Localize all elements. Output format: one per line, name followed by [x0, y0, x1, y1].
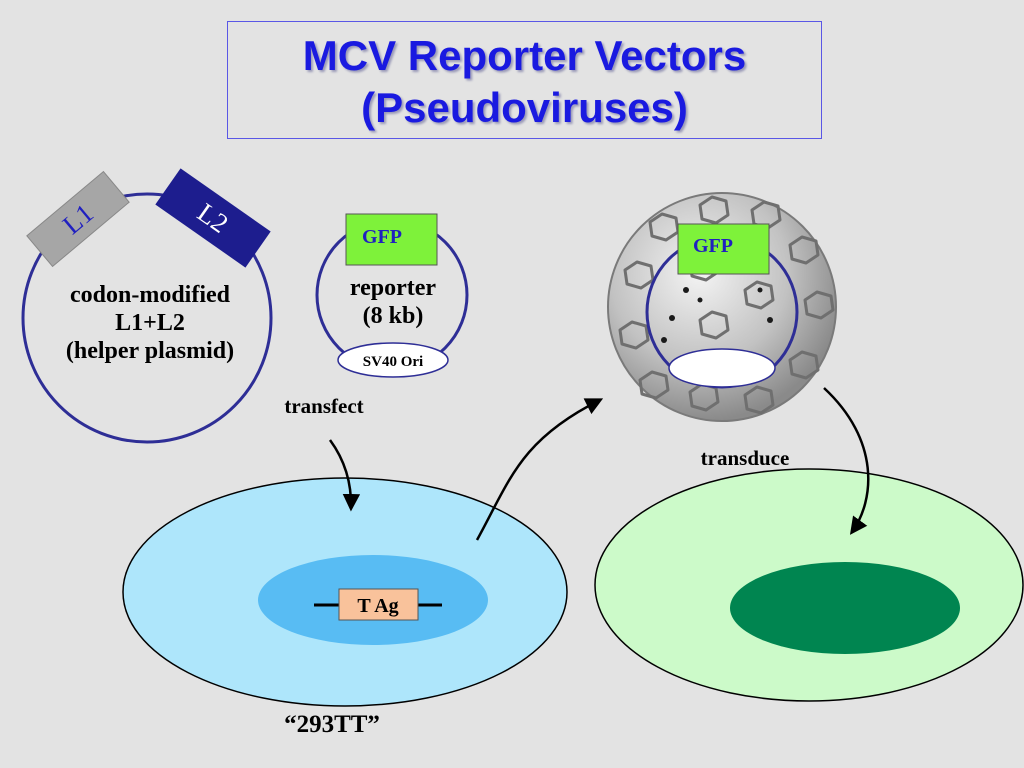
- l1-gene-box: [26, 170, 130, 268]
- title-line-2: (Pseudoviruses): [361, 84, 688, 131]
- transduce-arrow: [823, 387, 870, 535]
- tag-gene-label: T Ag: [357, 595, 398, 617]
- transfect-arrow: [328, 439, 361, 512]
- tag-gene-box: [338, 588, 419, 621]
- l2-gene-box: [155, 168, 271, 268]
- reporter-plasmid-line-2: (8 kb): [362, 303, 424, 329]
- reporter-plasmid-label: reporter (8 kb): [333, 274, 453, 330]
- pseudovirus-gfp-label: GFP: [693, 235, 733, 257]
- target-cell-nucleus: [730, 562, 960, 654]
- helper-plasmid-label: codon-modified L1+L2 (helper plasmid): [40, 281, 260, 365]
- reporter-plasmid-line-1: reporter: [349, 275, 437, 301]
- title-line-1: MCV Reporter Vectors: [302, 32, 747, 79]
- sv40-ori-label: SV40 Ori: [363, 354, 423, 370]
- cell-line-label: “293TT”: [284, 711, 380, 738]
- sv40-ori-ellipse: [337, 342, 449, 378]
- title-box: MCV Reporter Vectors (Pseudoviruses): [227, 21, 822, 139]
- pseudovirus-capsid: [607, 192, 837, 422]
- transfect-label: transfect: [284, 394, 364, 418]
- transduce-label: transduce: [700, 446, 790, 470]
- helper-plasmid-ring: [21, 192, 273, 444]
- helper-plasmid-line-2: L1+L2: [115, 310, 185, 336]
- assembly-arrow: [475, 398, 604, 541]
- pseudovirus-gfp-box: [677, 223, 770, 275]
- pseudovirus-ori-ellipse: [668, 348, 776, 388]
- reporter-gfp-label: GFP: [362, 226, 402, 248]
- reporter-gfp-box: [345, 213, 438, 266]
- helper-plasmid-line-1: codon-modified: [69, 282, 230, 308]
- helper-plasmid-line-3: (helper plasmid): [65, 338, 235, 364]
